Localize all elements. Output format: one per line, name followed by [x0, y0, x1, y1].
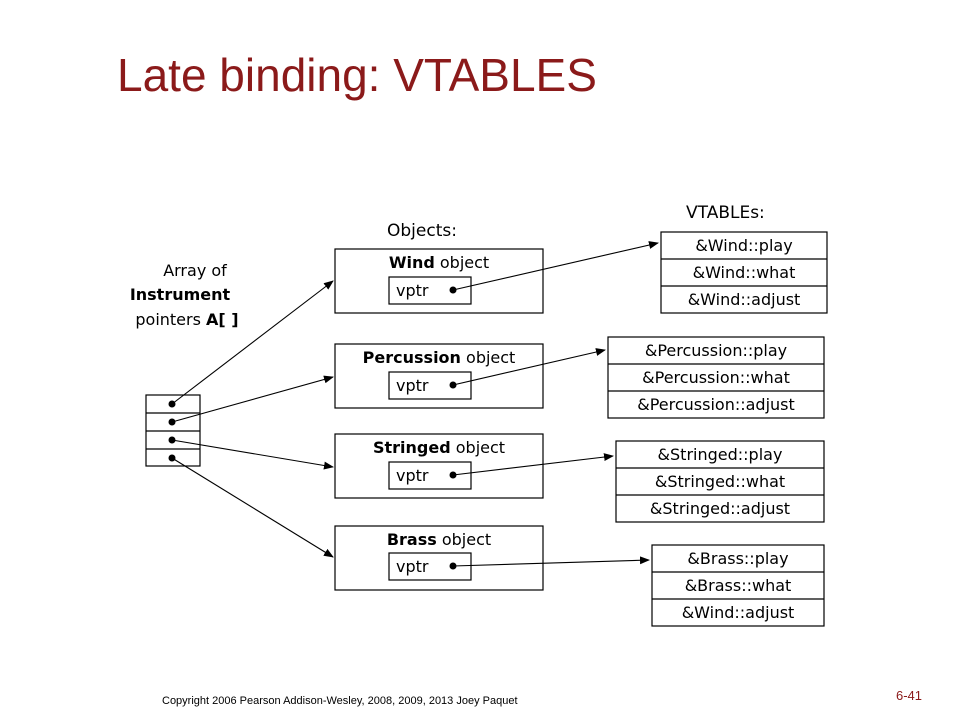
- wind-object: Wind object vptr: [334, 248, 544, 314]
- wind-vptr-box: [388, 276, 472, 305]
- stringed-object-suffix: object: [451, 438, 505, 457]
- percussion-object: Percussion object vptr: [334, 343, 544, 409]
- objects-header: Objects:: [387, 221, 457, 241]
- percussion-vptr-label: vptr: [396, 376, 429, 395]
- wind-object-title: Wind object: [389, 253, 489, 272]
- wind-vtable-entry: &Wind::what: [693, 263, 796, 282]
- pointer-array: [145, 394, 201, 467]
- array-label-prefix: pointers: [135, 310, 206, 329]
- slide-title: Late binding: VTABLES: [117, 49, 597, 101]
- vtables-header: VTABLEs:: [686, 203, 765, 223]
- percussion-vtable-entry: &Percussion::play: [645, 341, 787, 360]
- array-label-line1: Array of: [163, 261, 227, 280]
- copyright-footer: Copyright 2006 Pearson Addison-Wesley, 2…: [162, 695, 518, 707]
- percussion-object-suffix: object: [461, 348, 515, 367]
- array-to-wind-arrow: [171, 280, 334, 405]
- array-label-bold: A[ ]: [206, 310, 239, 329]
- brass-vtable-entry: &Brass::play: [687, 549, 788, 568]
- stringed-vptr-arrow: [452, 453, 614, 476]
- stringed-vptr-label: vptr: [396, 466, 429, 485]
- brass-vptr-arrow: [452, 556, 650, 567]
- brass-vptr-label: vptr: [396, 557, 429, 576]
- slide-number: 6-41: [896, 688, 923, 703]
- brass-vptr-box: [388, 552, 472, 581]
- brass-object: Brass object vptr: [334, 525, 544, 591]
- stringed-object-name: Stringed: [373, 438, 451, 457]
- percussion-object-name: Percussion: [363, 348, 461, 367]
- array-to-percussion-arrow: [171, 375, 334, 423]
- percussion-vptr-box: [388, 371, 472, 400]
- wind-vtable: &Wind::play &Wind::what &Wind::adjust: [660, 231, 828, 314]
- stringed-vtable-entry: &Stringed::play: [658, 445, 783, 464]
- stringed-vtable-entry: &Stringed::what: [655, 472, 785, 491]
- brass-object-name: Brass: [387, 530, 437, 549]
- brass-object-suffix: object: [437, 530, 491, 549]
- percussion-vtable-entry: &Percussion::what: [642, 368, 790, 387]
- wind-object-suffix: object: [435, 253, 489, 272]
- percussion-object-title: Percussion object: [363, 348, 516, 367]
- percussion-vptr-arrow: [452, 348, 606, 386]
- wind-vptr-arrow: [452, 241, 659, 291]
- array-label: Array of Instrument pointers A[ ]: [130, 261, 239, 329]
- stringed-vtable: &Stringed::play &Stringed::what &Stringe…: [615, 440, 825, 523]
- brass-object-title: Brass object: [387, 530, 491, 549]
- stringed-object-title: Stringed object: [373, 438, 505, 457]
- array-to-stringed-arrow: [171, 439, 334, 470]
- wind-vtable-entry: &Wind::play: [695, 236, 792, 255]
- stringed-object: Stringed object vptr: [334, 433, 544, 499]
- brass-vtable-entry: &Brass::what: [685, 576, 792, 595]
- percussion-vtable: &Percussion::play &Percussion::what &Per…: [607, 336, 825, 419]
- wind-object-name: Wind: [389, 253, 435, 272]
- array-to-brass-arrow: [171, 457, 334, 558]
- wind-vtable-entry: &Wind::adjust: [688, 290, 801, 309]
- wind-vptr-label: vptr: [396, 281, 429, 300]
- stringed-vptr-box: [388, 461, 472, 490]
- brass-vtable-entry: &Wind::adjust: [682, 603, 795, 622]
- stringed-vtable-entry: &Stringed::adjust: [650, 499, 790, 518]
- array-label-line3: pointers A[ ]: [135, 310, 238, 329]
- brass-vtable: &Brass::play &Brass::what &Wind::adjust: [651, 544, 825, 627]
- array-label-line2: Instrument: [130, 285, 231, 304]
- percussion-vtable-entry: &Percussion::adjust: [637, 395, 795, 414]
